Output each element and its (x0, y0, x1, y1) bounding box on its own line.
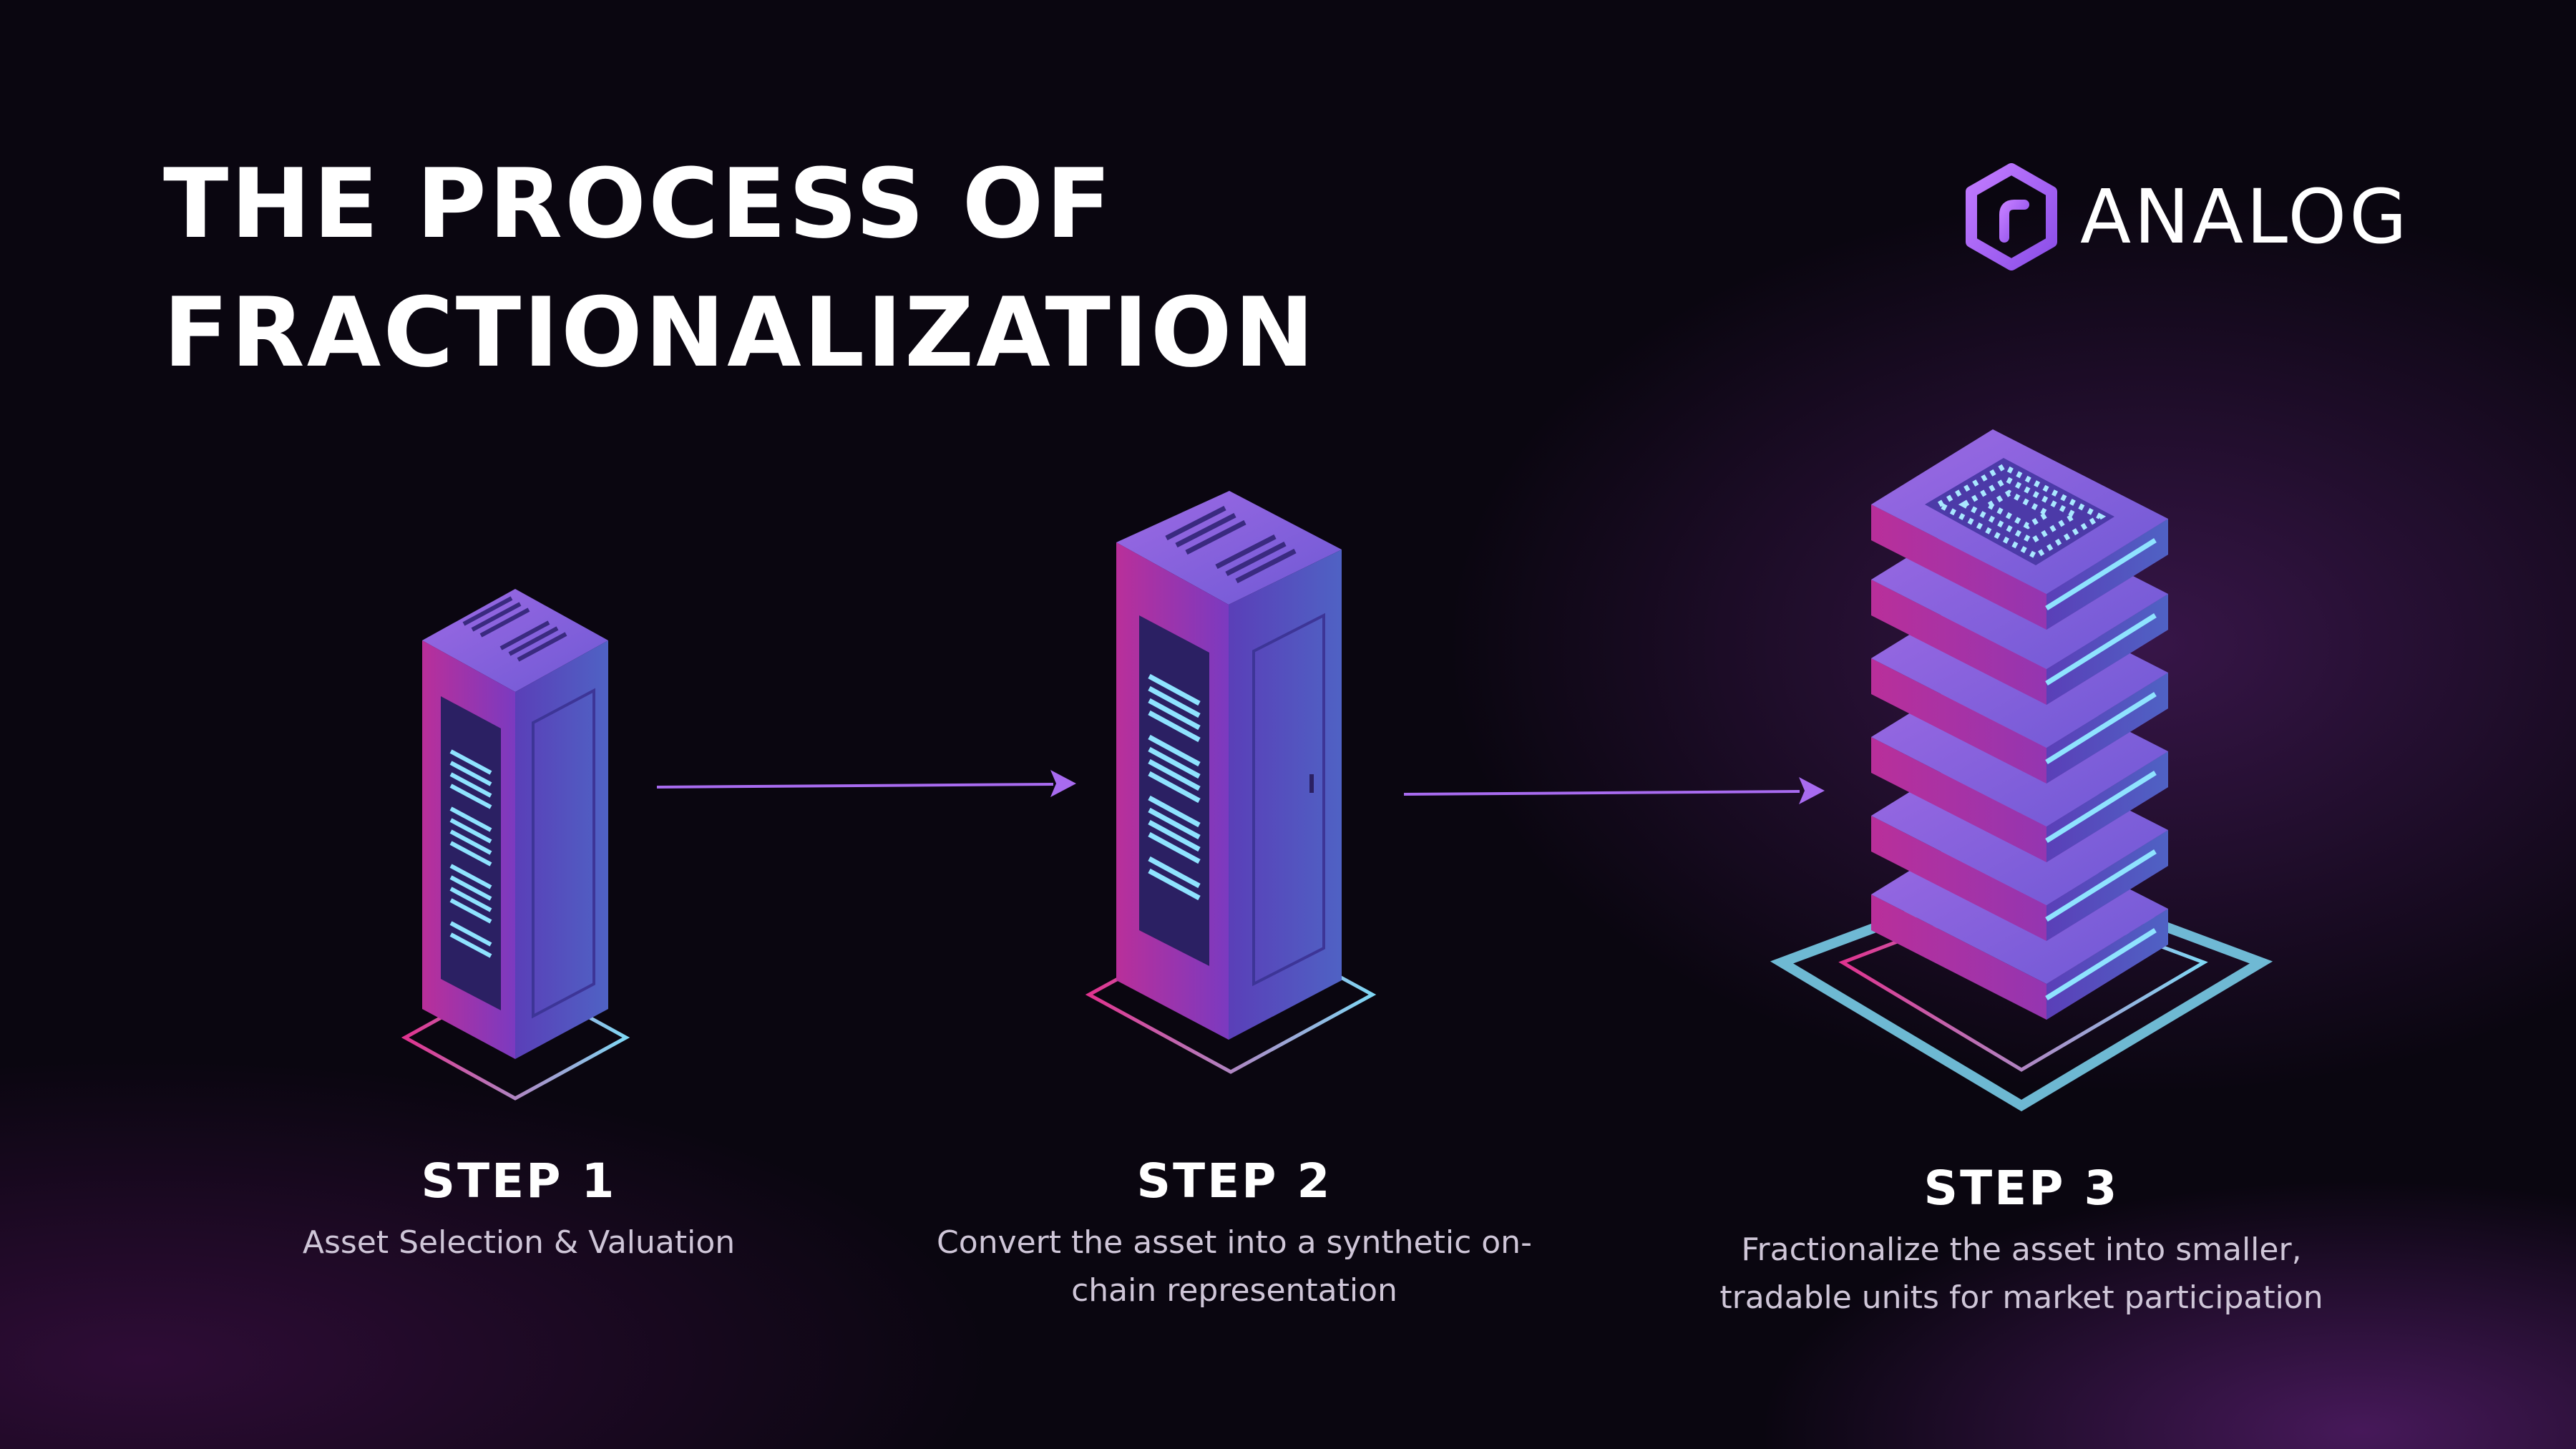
page-title-line-2: FRACTIONALIZATION (163, 277, 1317, 389)
step-3-label: STEP 3 (1923, 1161, 2119, 1216)
server-tower-large-icon (1085, 491, 1377, 1074)
arrow-step1-to-step2 (656, 770, 1076, 797)
step-3-description-line-1: Fractionalize the asset into smaller, (1741, 1231, 2302, 1268)
step-2-description-line-2: chain representation (1071, 1272, 1397, 1309)
step-2-description: Convert the asset into a synthetic on- c… (909, 1219, 1560, 1314)
step-3-description-line-2: tradable units for market participation (1719, 1279, 2323, 1316)
step-1: STEP 1 Asset Selection & Valuation (265, 1153, 773, 1267)
step-2-description-line-1: Convert the asset into a synthetic on- (937, 1224, 1532, 1261)
step-2-label: STEP 2 (1136, 1153, 1332, 1209)
server-tower-small-icon (401, 589, 630, 1101)
hexagon-logo-icon (1966, 163, 2057, 270)
page-title: THE PROCESS OF FRACTIONALIZATION (163, 140, 1317, 397)
step-3: STEP 3 Fractionalize the asset into smal… (1678, 1161, 2365, 1322)
step-3-description: Fractionalize the asset into smaller, tr… (1678, 1226, 2365, 1322)
brand-logo: ANALOG (1964, 163, 2410, 270)
page-title-line-1: THE PROCESS OF (163, 148, 1114, 260)
brand-name: ANALOG (2080, 173, 2410, 260)
step-1-label: STEP 1 (421, 1153, 617, 1209)
step-1-description-line-1: Asset Selection & Valuation (302, 1224, 736, 1261)
step-1-description: Asset Selection & Valuation (265, 1219, 773, 1267)
arrow-step2-to-step3 (1403, 777, 1825, 804)
step-2: STEP 2 Convert the asset into a syntheti… (909, 1153, 1560, 1314)
stacked-server-icon (1770, 429, 2273, 1112)
